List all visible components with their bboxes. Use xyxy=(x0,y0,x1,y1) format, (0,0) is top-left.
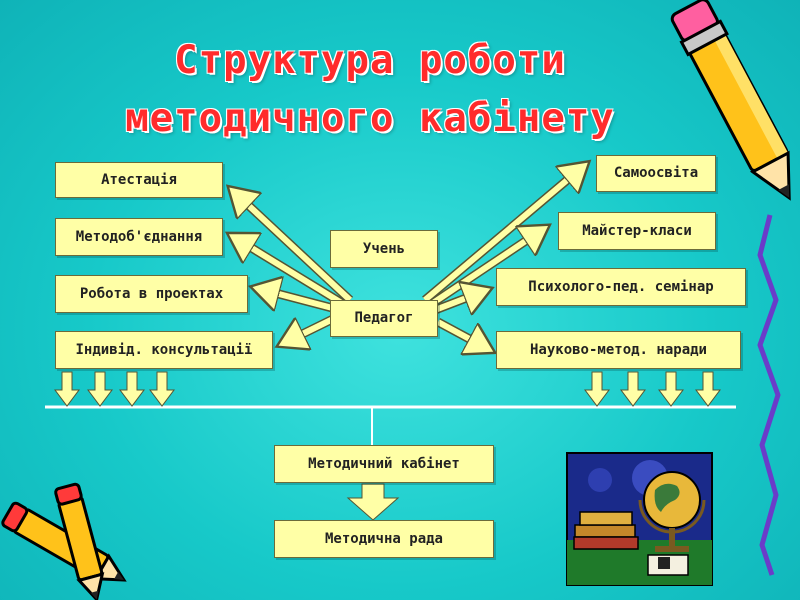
box-psykholoho-ped-seminar: Психолого-пед. семінар xyxy=(496,268,746,306)
arrow-to-atestatsiia xyxy=(232,190,354,304)
down-arrow xyxy=(87,371,113,407)
box-samoosvita: Самоосвіта xyxy=(596,155,716,192)
box-indyvid-konsultatsii: Індивід. консультації xyxy=(55,331,273,369)
box-metodychnyi-kabinet: Методичний кабінет xyxy=(274,445,494,483)
box-pedahoh: Педагог xyxy=(330,300,438,337)
box-metodychna-rada: Методична рада xyxy=(274,520,494,558)
cabinet-to-council-arrow xyxy=(346,483,400,521)
arrow-to-konsultatsii xyxy=(282,313,337,344)
arrow-to-metodobiednannia xyxy=(232,236,348,309)
arrow-to-seminar xyxy=(433,290,487,310)
arrow-to-narady xyxy=(435,318,490,350)
arrow-to-robota xyxy=(256,288,342,315)
box-robota-v-proektakh: Робота в проектах xyxy=(55,275,248,313)
arrow-to-maister xyxy=(427,228,545,309)
title-line-2: методичного кабінету xyxy=(125,96,615,141)
box-uchen: Учень xyxy=(330,230,438,268)
down-arrow xyxy=(149,371,175,407)
title-line-1: Структура роботи xyxy=(174,38,566,83)
box-atestatsiia: Атестація xyxy=(55,162,223,198)
down-arrow xyxy=(119,371,145,407)
down-arrow xyxy=(620,371,646,407)
box-maister-klasy: Майстер-класи xyxy=(558,212,716,250)
box-naukovo-metod-narady: Науково-метод. наради xyxy=(496,331,741,369)
arrow-to-samoosvita xyxy=(422,165,585,304)
down-arrow xyxy=(54,371,80,407)
box-metodobiednannia: Методоб'єднання xyxy=(55,218,223,256)
down-arrow xyxy=(658,371,684,407)
down-arrow xyxy=(584,371,610,407)
down-arrow xyxy=(695,371,721,407)
